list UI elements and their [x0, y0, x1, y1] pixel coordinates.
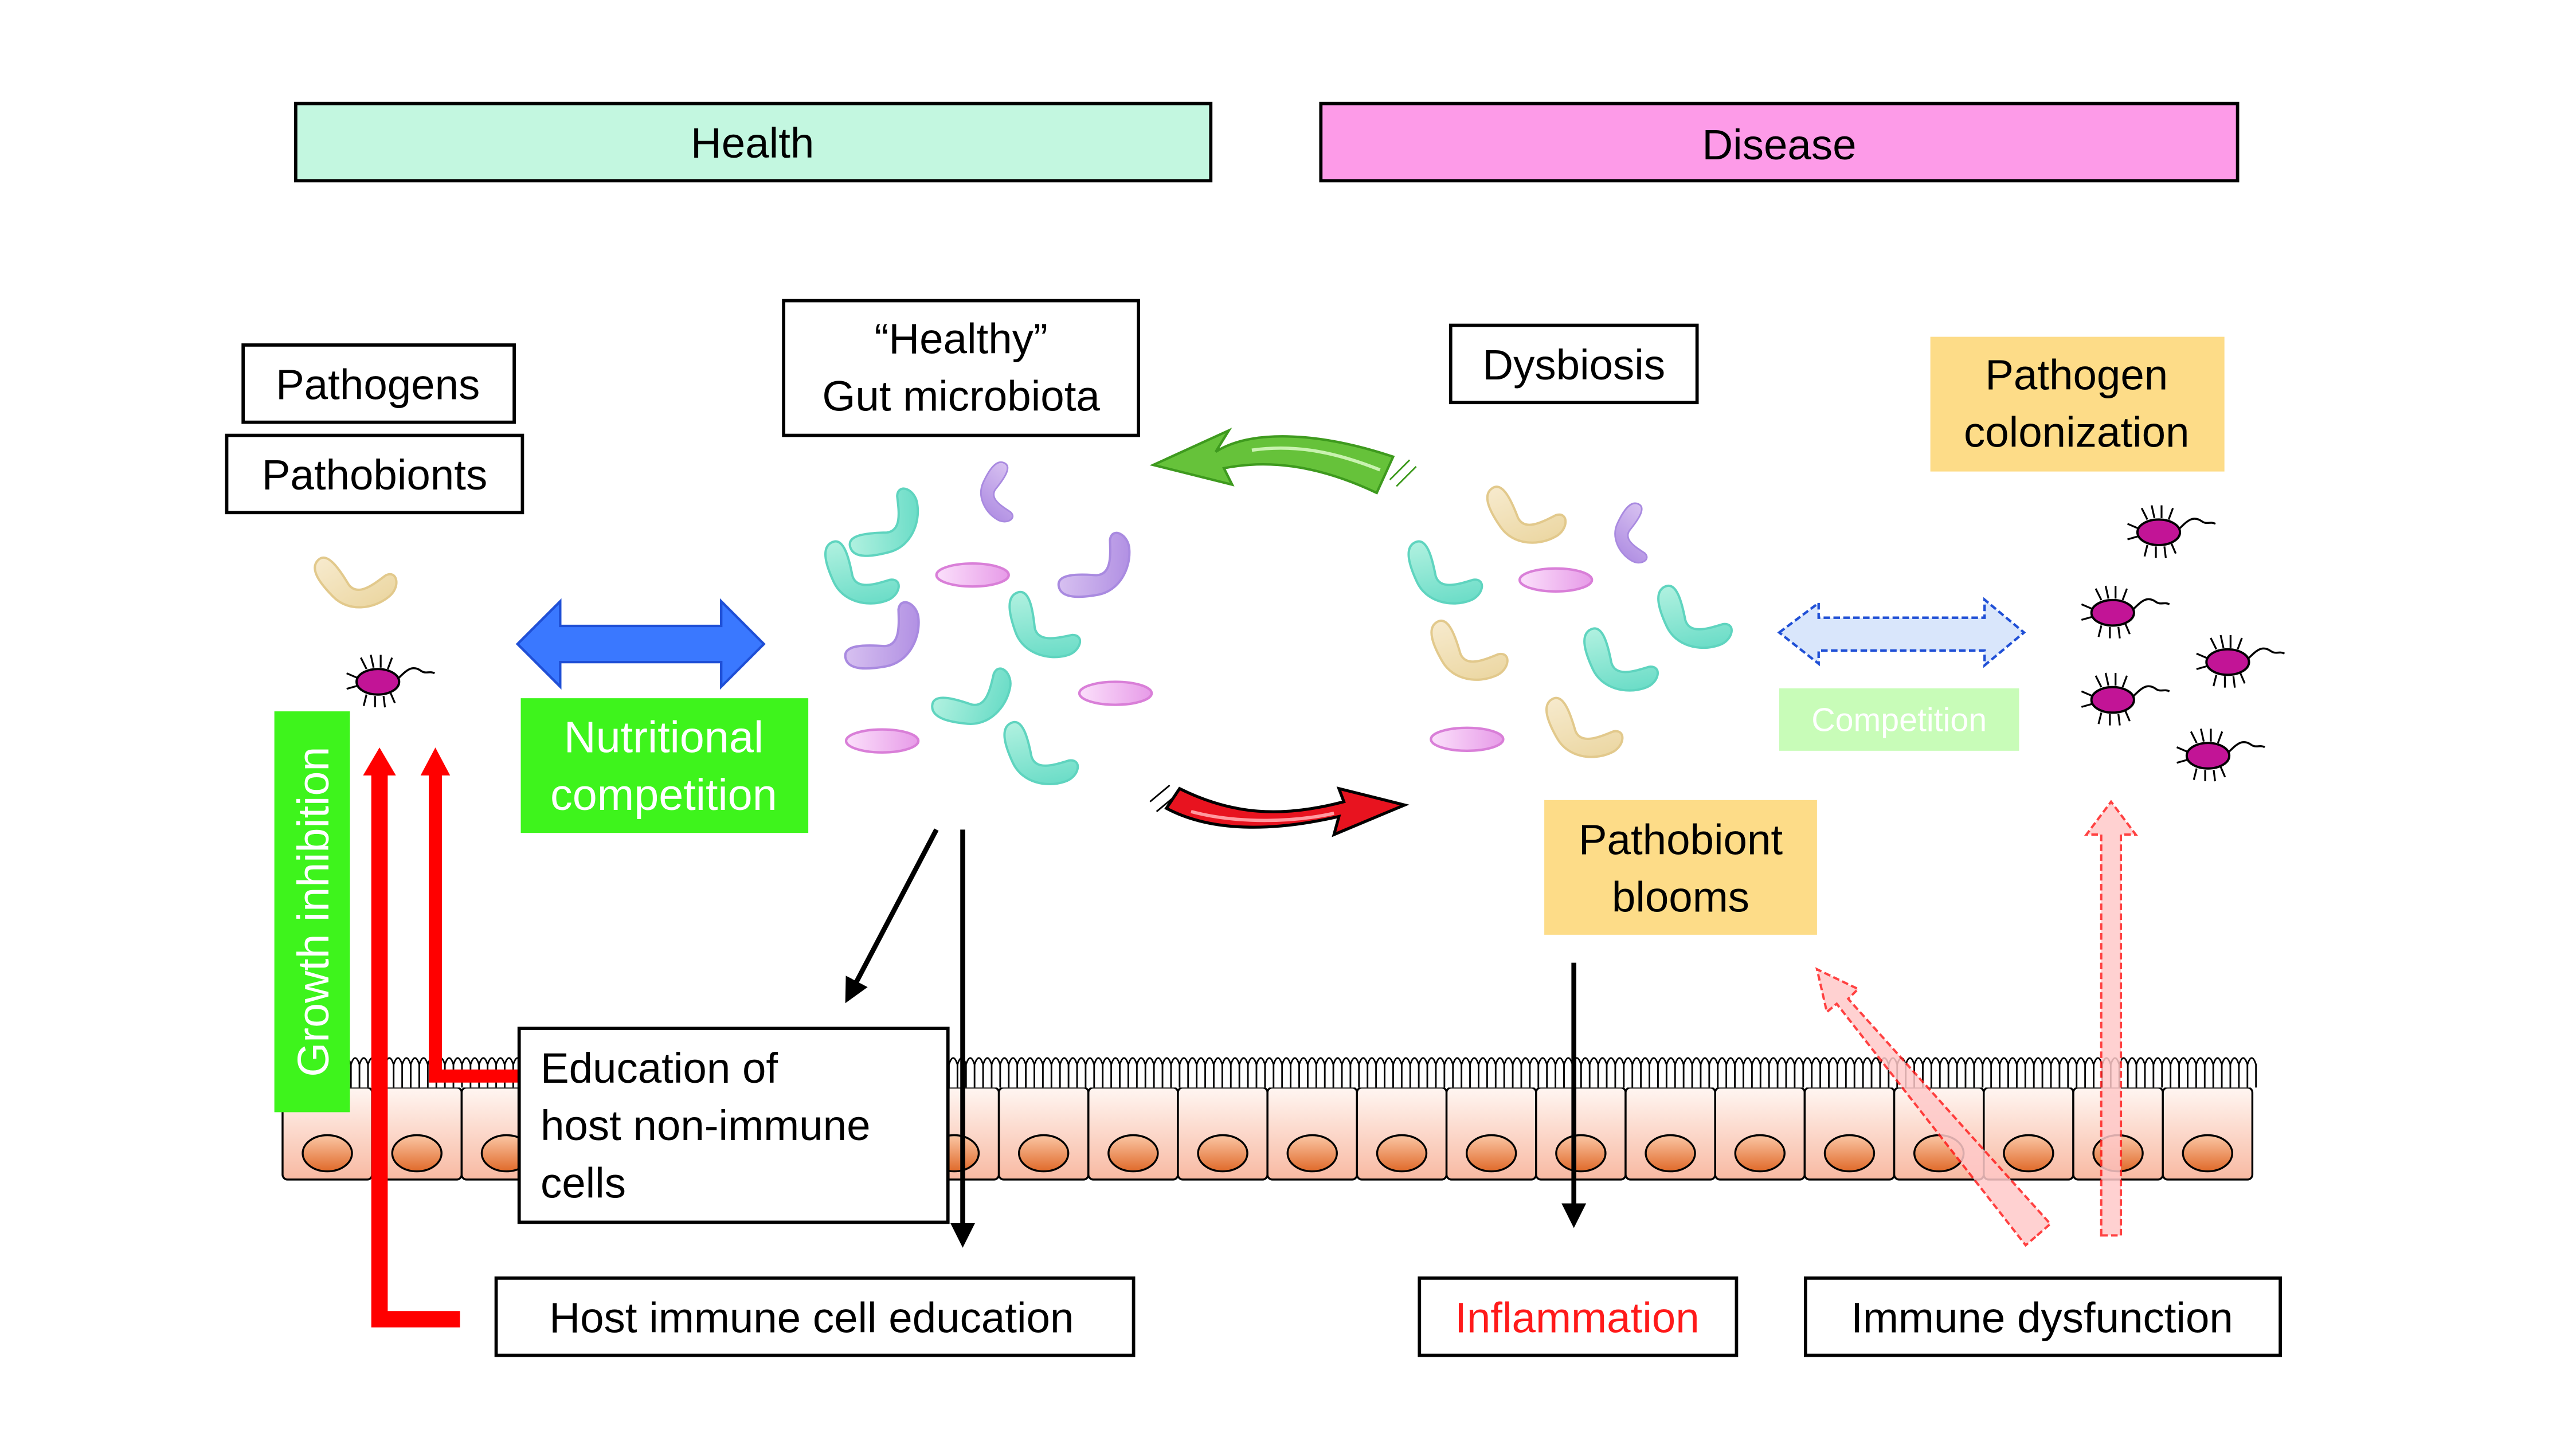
- cell-nucleus: [302, 1134, 353, 1173]
- microbe-icon: [1078, 680, 1153, 706]
- dysfunction-to-colonization-arrow-icon: [2084, 800, 2138, 1237]
- microbe-icon: [970, 459, 1026, 528]
- microbe-icon: [841, 590, 932, 688]
- microbe-icon: [1605, 500, 1661, 569]
- education-line3: cells: [541, 1159, 626, 1207]
- pathobiont-blooms-line2: blooms: [1612, 874, 1749, 921]
- pathogen-colonization-box: Pathogen colonization: [1930, 336, 2225, 472]
- cell-nucleus: [1465, 1134, 1517, 1173]
- competition-box: Competition: [1779, 688, 2019, 751]
- competition-label: Competition: [1811, 702, 1987, 738]
- dysbiosis-label: Dysbiosis: [1482, 341, 1665, 389]
- healthy-label-line2: Gut microbiota: [822, 373, 1100, 420]
- microbe-icon: [1481, 485, 1569, 549]
- microbe-icon: [995, 589, 1090, 669]
- nutritional-competition-line2: competition: [550, 770, 777, 820]
- pathogen-bacterium-icon: [347, 655, 434, 707]
- nutritional-competition-line1: Nutritional: [564, 713, 764, 762]
- cell-nucleus: [1376, 1134, 1428, 1173]
- microbe-icon: [1396, 539, 1489, 613]
- microbe-icon: [1646, 583, 1739, 657]
- pathogen-colonization-line1: Pathogen: [1985, 351, 2168, 398]
- microbe-icon: [1430, 726, 1505, 753]
- education-line1: Education of: [541, 1044, 778, 1092]
- cell-nucleus: [1645, 1134, 1696, 1173]
- healthy-microbiota-box: “Healthy” Gut microbiota: [782, 299, 1141, 437]
- nutritional-competition-arrow-icon: [515, 598, 766, 690]
- cell-nucleus: [1823, 1134, 1876, 1173]
- cell-nucleus: [1107, 1134, 1159, 1173]
- microbe-icon: [1422, 618, 1513, 687]
- cell-nucleus: [1286, 1134, 1338, 1173]
- microbe-icon: [1518, 567, 1594, 593]
- host-immune-education-label: Host immune cell education: [549, 1294, 1074, 1341]
- healthy-microbiota-cluster: [813, 459, 1153, 794]
- dysbiosis-curved-arrow-icon: [1149, 784, 1410, 837]
- dysbiosis-box: Dysbiosis: [1448, 323, 1699, 405]
- disease-header-label: Disease: [1702, 121, 1856, 169]
- dysbiosis-microbe-cluster: [1396, 485, 1739, 765]
- disease-header: Disease: [1319, 101, 2240, 183]
- pathogen-bacteria-cluster: [2081, 506, 2284, 781]
- microbe-icon: [847, 478, 930, 574]
- education-line2: host non-immune: [541, 1102, 871, 1149]
- microbe-icon: [935, 562, 1010, 588]
- dysfunction-to-blooms-arrow-icon: [1815, 967, 2052, 1247]
- cell-nucleus: [1197, 1134, 1248, 1173]
- pathogen-bacterium-icon: [2197, 635, 2284, 688]
- health-header: Health: [294, 101, 1213, 183]
- immune-dysfunction-label: Immune dysfunction: [1851, 1294, 2233, 1341]
- competition-arrow-icon: [1777, 597, 2026, 668]
- pathogens-box: Pathogens: [241, 343, 516, 424]
- health-header-label: Health: [691, 119, 814, 167]
- cell-nucleus: [2003, 1134, 2054, 1173]
- microbe-icon: [1055, 520, 1142, 616]
- nonimmune-inhibition-connector: [420, 747, 519, 1083]
- cell-nucleus: [2182, 1134, 2233, 1173]
- recovery-curved-arrow-icon: [1149, 428, 1417, 495]
- cell-nucleus: [1555, 1134, 1607, 1173]
- pathobiont-blooms-line1: Pathobiont: [1579, 816, 1783, 863]
- cell-nucleus: [1734, 1134, 1786, 1173]
- pathogen-bacterium-icon: [2081, 586, 2169, 639]
- arrowhead-icon: [420, 747, 451, 776]
- microbe-icon: [992, 719, 1085, 794]
- host-immune-education-box: Host immune cell education: [494, 1276, 1136, 1357]
- pathogen-colonization-line2: colonization: [1964, 409, 2189, 456]
- education-nonimmune-box: Education of host non-immune cells: [517, 1027, 950, 1224]
- microbe-icon: [1572, 626, 1665, 700]
- healthy-label-line1: “Healthy”: [875, 315, 1048, 362]
- immune-inhibition-connector: [363, 747, 460, 1327]
- pathogen-bacterium-icon: [2128, 506, 2215, 558]
- microbe-icon: [844, 728, 920, 754]
- pathogen-bacterium-icon: [2081, 673, 2169, 726]
- pathogens-label: Pathogens: [276, 361, 480, 409]
- cell-nucleus: [391, 1134, 443, 1173]
- cell-nucleus: [1017, 1134, 1070, 1173]
- pathobiont-microbe-icon: [315, 558, 396, 608]
- pathobiont-blooms-box: Pathobiont blooms: [1544, 800, 1817, 935]
- nutritional-competition-box: Nutritional competition: [520, 698, 809, 833]
- arrowhead-icon: [363, 747, 396, 776]
- pathobionts-label: Pathobionts: [262, 451, 488, 499]
- pathobionts-box: Pathobionts: [225, 433, 524, 515]
- to-nonimmune-arrow-icon: [845, 828, 939, 1004]
- growth-inhibition-box: Growth inhibition: [274, 711, 350, 1113]
- immune-dysfunction-box: Immune dysfunction: [1803, 1276, 2282, 1357]
- growth-inhibition-label: Growth inhibition: [289, 747, 338, 1077]
- microbe-icon: [1537, 696, 1628, 765]
- inflammation-box: Inflammation: [1418, 1276, 1739, 1357]
- pathogen-bacterium-icon: [2177, 729, 2265, 781]
- inflammation-label: Inflammation: [1455, 1294, 1699, 1341]
